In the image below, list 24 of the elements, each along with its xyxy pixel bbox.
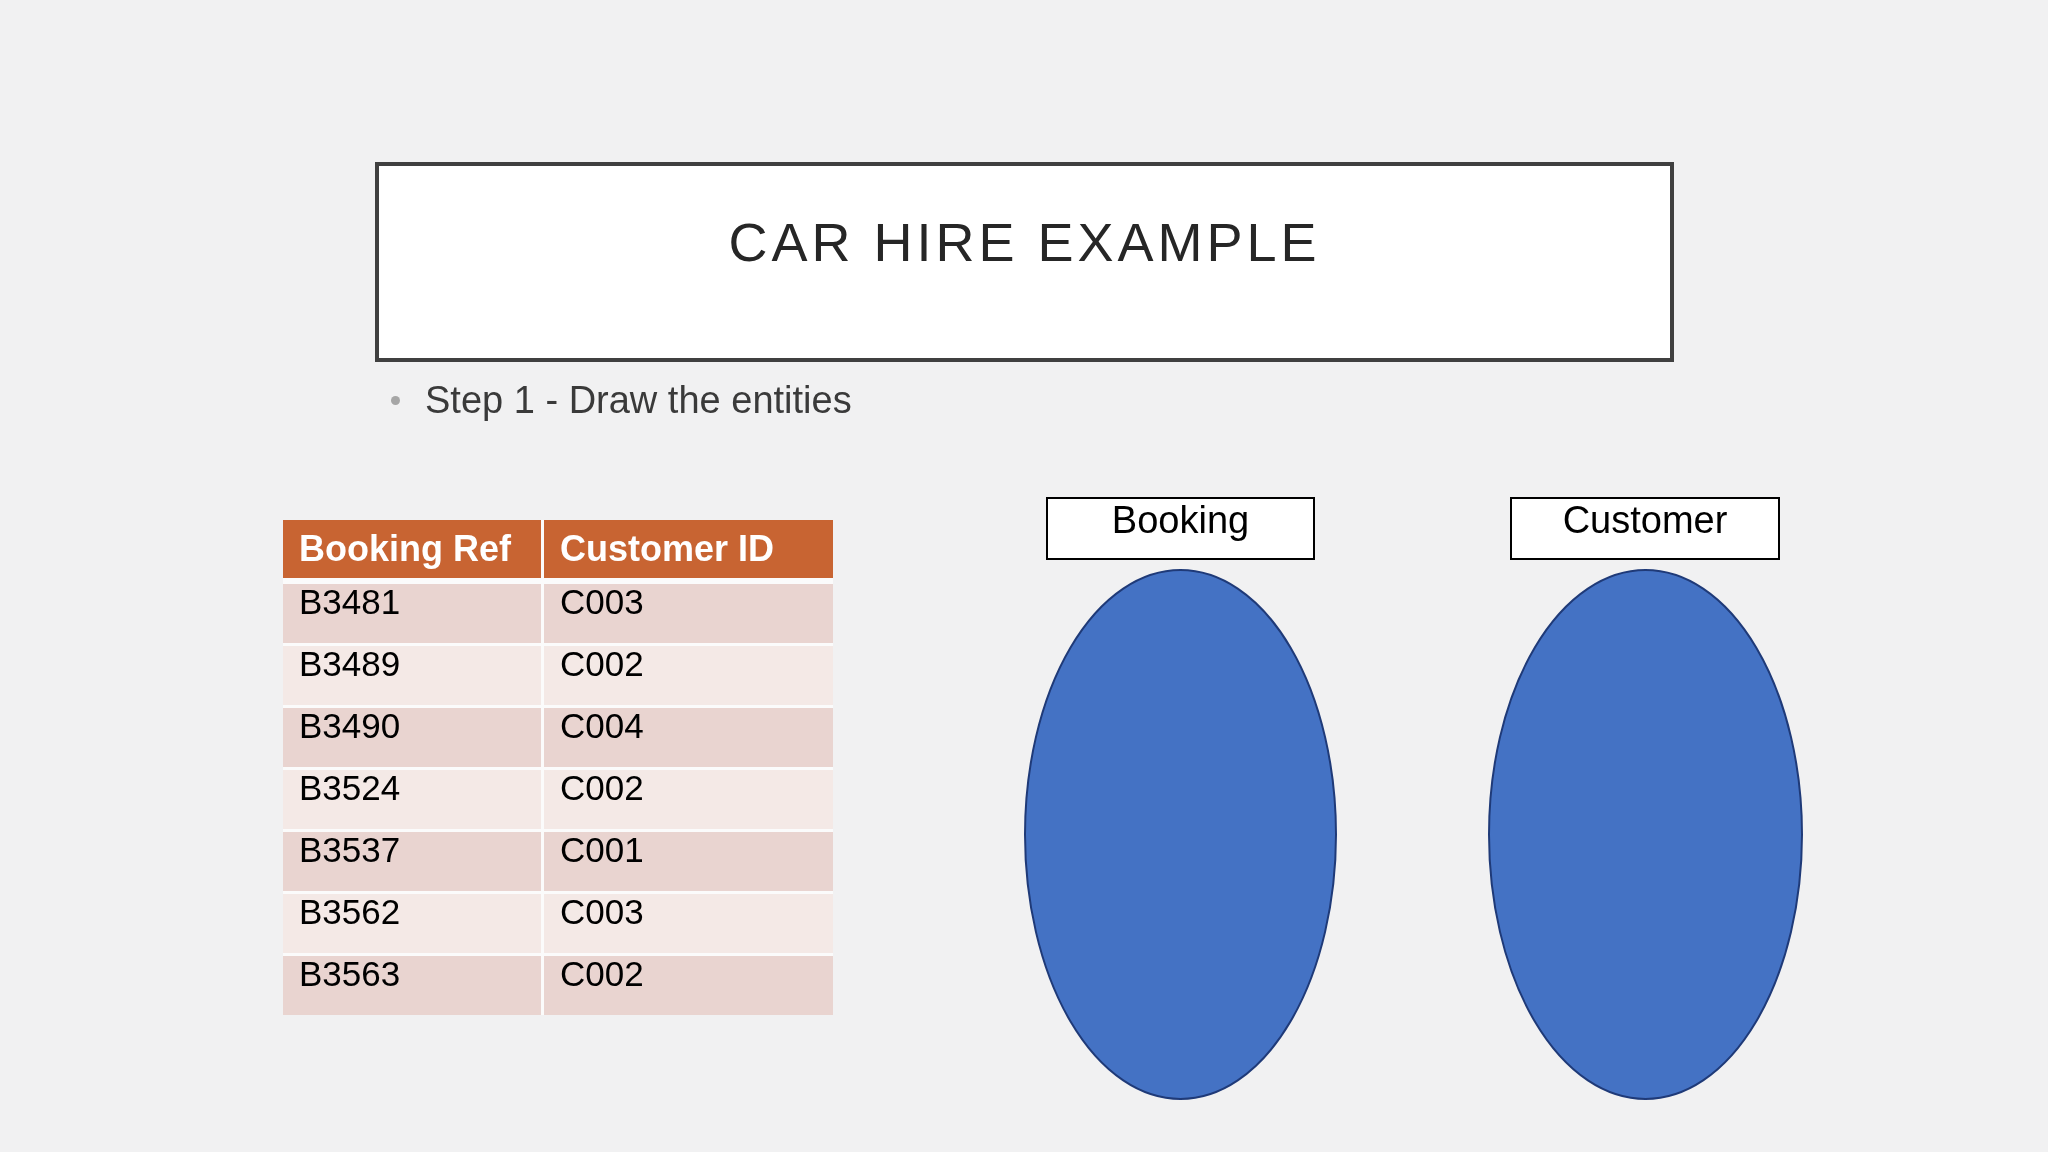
entity-name: Booking bbox=[1111, 499, 1250, 543]
table-cell: B3490 bbox=[283, 708, 541, 767]
table-cell: B3562 bbox=[283, 894, 541, 953]
table-cell: B3481 bbox=[283, 584, 541, 643]
table-header-cell: Customer ID bbox=[544, 520, 833, 578]
table-cell: B3563 bbox=[283, 956, 541, 1015]
entity-ellipse bbox=[1488, 569, 1803, 1100]
table-cell: C004 bbox=[544, 708, 833, 767]
table-cell: B3524 bbox=[283, 770, 541, 829]
entity-ellipse bbox=[1024, 569, 1337, 1100]
entity-label-box bbox=[1046, 497, 1315, 560]
table-cell: C002 bbox=[544, 646, 833, 705]
table-header-cell: Booking Ref bbox=[283, 520, 541, 578]
table-cell: B3537 bbox=[283, 832, 541, 891]
table-cell: C001 bbox=[544, 832, 833, 891]
slide-title: CAR HIRE EXAMPLE bbox=[728, 211, 1321, 274]
table-cell: C003 bbox=[544, 894, 833, 953]
entity-label-box bbox=[1510, 497, 1780, 560]
table-cell: C002 bbox=[544, 770, 833, 829]
table-cell: C003 bbox=[544, 584, 833, 643]
table-cell: C002 bbox=[544, 956, 833, 1015]
table-cell: B3489 bbox=[283, 646, 541, 705]
bullet-text: Step 1 - Draw the entities bbox=[425, 378, 852, 423]
entity-name: Customer bbox=[1562, 499, 1728, 543]
